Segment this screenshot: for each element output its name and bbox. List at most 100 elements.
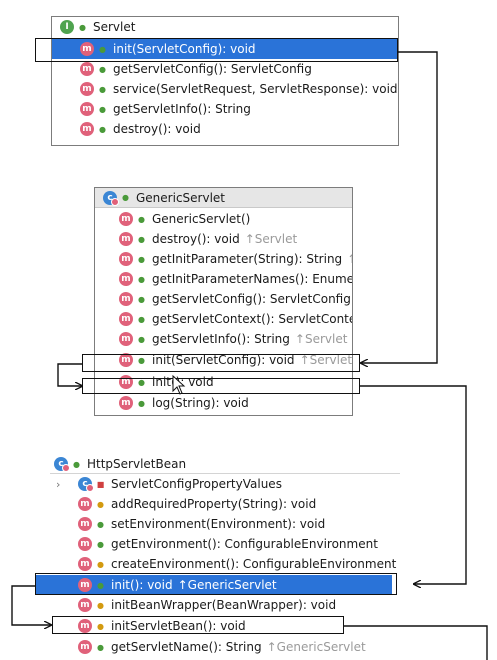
- method-signature: log(String): void: [152, 396, 249, 410]
- method-icon: m: [78, 598, 92, 612]
- public-icon: ●: [99, 64, 106, 74]
- public-icon: ●: [79, 22, 86, 32]
- servlet-method-row[interactable]: m ● getServletConfig(): ServletConfig: [52, 59, 312, 79]
- generic-method-row[interactable]: m ● init(ServletConfig): void ↑Servlet: [95, 350, 352, 370]
- public-icon: ●: [97, 539, 104, 549]
- bean-method-row[interactable]: m ● getEnvironment(): ConfigurableEnviro…: [40, 534, 378, 554]
- interface-icon: I: [60, 20, 74, 34]
- method-signature: init(ServletConfig): void: [152, 353, 295, 367]
- method-signature: getServletInfo(): String: [113, 102, 251, 116]
- inherited-from: ↑GenericServlet: [266, 640, 366, 654]
- generic-servlet-name: GenericServlet: [136, 190, 225, 205]
- servlet-name: Servlet: [93, 20, 136, 34]
- nested-class-icon: c: [78, 477, 94, 492]
- public-icon: ●: [138, 377, 145, 387]
- method-icon: m: [119, 252, 133, 266]
- mouse-cursor-icon: [172, 375, 186, 395]
- method-icon: m: [119, 212, 133, 226]
- method-icon: m: [80, 122, 94, 136]
- abstract-class-icon: c: [103, 190, 119, 206]
- arrow-initservletbean-offpage: [344, 625, 488, 660]
- generic-method-row[interactable]: m ● getServletContext(): ServletContex: [95, 309, 353, 329]
- generic-method-row[interactable]: m ● getServletConfig(): ServletConfig ↑: [95, 289, 352, 309]
- method-icon: m: [119, 332, 133, 346]
- method-signature: getServletConfig(): ServletConfig: [113, 62, 312, 76]
- method-icon: m: [119, 232, 133, 246]
- protected-icon: ●: [97, 621, 104, 631]
- method-signature: getServletContext(): ServletContex: [152, 312, 353, 326]
- method-icon: m: [78, 517, 92, 531]
- method-icon: m: [80, 102, 94, 116]
- inherited-from: ↑GenericServlet: [177, 578, 277, 592]
- public-icon: ●: [99, 44, 106, 54]
- protected-icon: ●: [97, 559, 104, 569]
- arrow-initconfig-to-init: [57, 363, 82, 386]
- http-servlet-bean-header[interactable]: c ● HttpServletBean: [40, 454, 186, 474]
- method-signature: initServletBean(): void: [111, 619, 246, 633]
- public-icon: ●: [138, 274, 145, 284]
- method-icon: m: [119, 292, 133, 306]
- method-icon: m: [119, 272, 133, 286]
- generic-method-row[interactable]: m ● GenericServlet(): [95, 209, 255, 229]
- method-icon: m: [80, 42, 94, 56]
- bean-method-row[interactable]: m ● initBeanWrapper(BeanWrapper): void: [40, 595, 336, 615]
- method-icon: m: [80, 62, 94, 76]
- abstract-class-icon: c: [54, 457, 70, 472]
- public-icon: ●: [99, 84, 106, 94]
- nested-class-row[interactable]: › c ■ ServletConfigPropertyValues: [40, 474, 282, 494]
- bean-method-row[interactable]: m ● getServletName(): String ↑GenericSer…: [40, 637, 366, 657]
- bean-method-row[interactable]: m ● createEnvironment(): ConfigurableEnv…: [40, 554, 396, 574]
- public-icon: ●: [122, 193, 129, 202]
- generic-method-row[interactable]: m ● getInitParameterNames(): Enumer: [95, 269, 352, 289]
- generic-method-row[interactable]: m ● getServletInfo(): String ↑Servlet: [95, 329, 347, 349]
- public-icon: ●: [73, 459, 80, 469]
- method-signature: getInitParameter(String): String: [152, 252, 343, 266]
- public-icon: ●: [138, 398, 145, 408]
- bean-method-row[interactable]: m ● initServletBean(): void: [40, 616, 246, 636]
- servlet-method-row[interactable]: m ● getServletInfo(): String: [52, 99, 251, 119]
- method-signature: init(ServletConfig): void: [113, 42, 256, 56]
- public-icon: ●: [138, 334, 145, 344]
- servlet-header[interactable]: I ● Servlet: [52, 17, 398, 37]
- arrow-init-to-initservletbean: [11, 585, 51, 625]
- method-signature: getServletConfig(): ServletConfig: [152, 292, 351, 306]
- bean-method-row[interactable]: m ● setEnvironment(Environment): void: [40, 514, 325, 534]
- method-signature: addRequiredProperty(String): void: [111, 497, 317, 511]
- servlet-method-row[interactable]: m ● destroy(): void: [52, 119, 201, 139]
- method-icon: m: [119, 353, 133, 367]
- servlet-method-row[interactable]: m ● init(ServletConfig): void: [52, 39, 398, 59]
- public-icon: ●: [138, 234, 145, 244]
- chevron-right-icon[interactable]: ›: [56, 477, 61, 491]
- lock-icon: ■: [96, 479, 105, 489]
- method-signature: getServletName(): String: [111, 640, 262, 654]
- generic-method-row[interactable]: m ● getInitParameter(String): String ↑S: [95, 249, 352, 269]
- method-signature: destroy(): void: [152, 232, 240, 246]
- public-icon: ●: [97, 580, 104, 590]
- generic-method-row[interactable]: m ● destroy(): void ↑Servlet: [95, 229, 297, 249]
- inherited-from: ↑Servlet: [244, 232, 298, 246]
- highlight-generic-init-config: [82, 354, 360, 372]
- method-icon: m: [78, 537, 92, 551]
- protected-icon: ●: [97, 499, 104, 509]
- arrow-servlet-to-generic: [361, 51, 438, 363]
- public-icon: ●: [97, 642, 104, 652]
- bean-method-row[interactable]: m ● addRequiredProperty(String): void: [40, 494, 316, 514]
- separator-line: [50, 473, 400, 474]
- servlet-method-row[interactable]: m ● service(ServletRequest, ServletRespo…: [52, 79, 398, 99]
- method-signature: destroy(): void: [113, 122, 201, 136]
- method-icon: m: [78, 578, 92, 592]
- method-signature: init(): void: [111, 578, 173, 592]
- bean-method-row[interactable]: m ● init(): void ↑GenericServlet: [36, 575, 392, 595]
- public-icon: ●: [138, 254, 145, 264]
- public-icon: ●: [138, 355, 145, 365]
- generic-servlet-header[interactable]: c ● GenericServlet: [95, 188, 352, 208]
- arrow-generic-to-bean: [360, 385, 467, 584]
- nested-class-name: ServletConfigPropertyValues: [111, 477, 282, 491]
- generic-method-row[interactable]: m ● log(String): void: [95, 393, 254, 413]
- inherited-from: ↑Servlet: [299, 353, 353, 367]
- method-icon: m: [78, 497, 92, 511]
- method-signature: createEnvironment(): ConfigurableEnviron…: [111, 557, 397, 571]
- method-signature: setEnvironment(Environment): void: [111, 517, 326, 531]
- highlight-bean-init: [35, 573, 397, 595]
